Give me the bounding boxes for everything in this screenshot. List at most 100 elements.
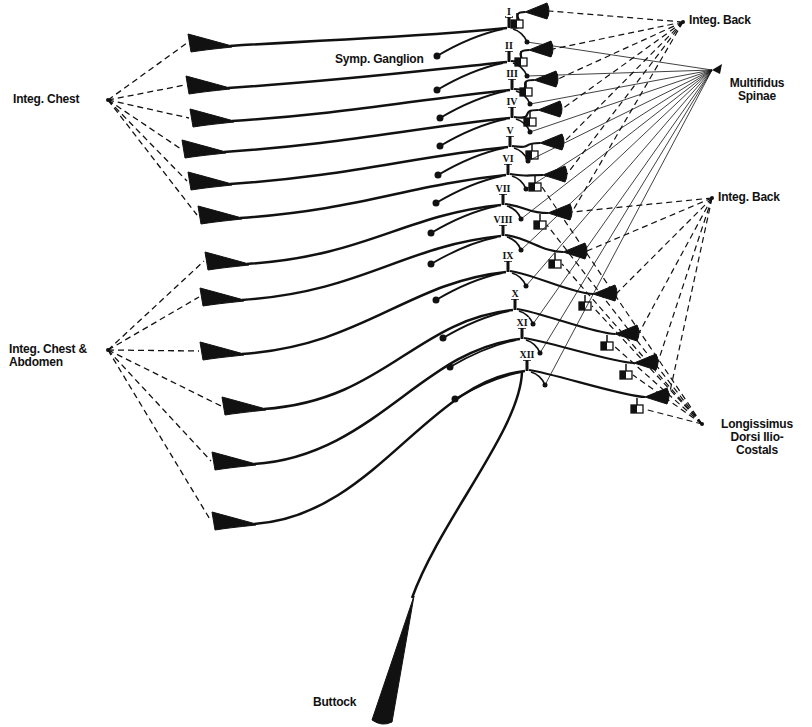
muscle-twig — [525, 81, 527, 88]
sympathetic-branch — [431, 237, 497, 264]
muscle-twig — [584, 295, 586, 302]
anterior-ramus — [254, 371, 525, 524]
leader-line — [547, 225, 702, 424]
medial-branch — [516, 119, 530, 132]
leader-line — [542, 187, 702, 424]
dorsal-fan — [548, 204, 572, 220]
cutaneous-fan — [212, 512, 256, 530]
cutaneous-fan — [188, 34, 232, 52]
muscle-twig — [520, 51, 522, 58]
cutaneous-fan — [205, 252, 249, 270]
sympathetic-branch — [440, 119, 506, 146]
part-label: Longissimus Dorsi Ilio-Costals — [709, 418, 805, 457]
ganglion-dot — [452, 396, 459, 403]
posterior-ramus — [517, 309, 615, 334]
sympathetic-branch — [455, 372, 521, 399]
leader-line — [545, 70, 712, 385]
leader-line — [572, 22, 683, 212]
ganglion-dot — [433, 297, 440, 304]
leader-line — [521, 70, 712, 219]
cutaneous-fan — [182, 140, 226, 158]
part-label: Buttock — [312, 696, 357, 709]
leader-line — [108, 85, 185, 100]
leader-line — [530, 70, 712, 132]
leader-line — [572, 198, 712, 212]
leader-line — [558, 22, 683, 79]
vertebra-number: V — [505, 125, 514, 136]
leader-line — [669, 198, 712, 396]
muscle-box-fill — [549, 260, 555, 268]
leader-line — [108, 100, 181, 149]
ganglion-dot — [435, 172, 442, 179]
anterior-ramus — [242, 236, 501, 300]
muscle-box-fill — [631, 405, 637, 413]
cutaneous-fan — [222, 397, 266, 415]
anterior-ramus — [247, 205, 501, 264]
muscle-twig — [636, 398, 638, 405]
muscle-box — [526, 151, 538, 159]
cutaneous-fan — [200, 342, 244, 360]
leader-point — [106, 348, 110, 352]
vertebra-number: XI — [515, 317, 528, 328]
leader-line — [533, 70, 712, 324]
leader-line — [108, 100, 187, 181]
leader-line — [108, 100, 197, 215]
anterior-ramus — [242, 272, 506, 354]
leader-line — [108, 350, 211, 521]
sympathetic-branch — [437, 63, 503, 90]
sympathetic-branch — [443, 311, 509, 338]
ganglion-dot — [434, 87, 441, 94]
cutaneous-fan — [198, 206, 242, 224]
leader-line — [526, 70, 712, 189]
vertebra-number: VIII — [493, 214, 514, 225]
muscle-twig — [625, 364, 627, 371]
muscle-box-fill — [534, 221, 540, 229]
sympathetic-branch — [438, 148, 504, 175]
ganglion-dot — [434, 53, 441, 60]
nerve-root — [502, 194, 505, 205]
leader-line — [108, 43, 187, 100]
muscle-box — [529, 183, 541, 191]
leader-point — [681, 20, 685, 24]
leader-line — [526, 70, 712, 286]
leader-line — [633, 375, 702, 424]
muscle-twig — [539, 214, 541, 221]
muscle-box — [511, 20, 523, 28]
leader-line — [527, 42, 712, 70]
nerve-root — [521, 328, 524, 339]
dorsal-fan — [645, 388, 669, 404]
muscle-box — [549, 260, 561, 268]
cutaneous-fan — [188, 172, 232, 190]
leader-line — [549, 11, 683, 22]
vertebra-number: VII — [494, 183, 511, 194]
leader-point — [710, 196, 714, 200]
medial-branch — [531, 372, 545, 385]
leader-point — [712, 64, 722, 74]
muscle-twig — [516, 13, 518, 20]
sympathetic-branch — [436, 176, 502, 203]
part-label: Integ. Chest — [12, 93, 80, 106]
buttock-nerve — [412, 372, 522, 598]
leader-line — [639, 198, 712, 333]
muscle-twig — [531, 144, 533, 151]
medial-branch — [513, 29, 527, 42]
cutaneous-fan — [186, 76, 230, 94]
vertebra-number: VI — [501, 153, 514, 164]
anterior-ramus — [232, 90, 510, 121]
nerve-root — [507, 164, 510, 175]
leader-line — [108, 350, 199, 351]
sympathetic-branch — [440, 91, 506, 118]
nerve-root — [509, 136, 512, 147]
posterior-ramus — [529, 370, 645, 397]
cutaneous-fan — [212, 452, 256, 470]
ganglion-dot — [447, 364, 454, 371]
posterior-ramus — [510, 271, 593, 294]
vertebra-number: II — [504, 40, 514, 51]
posterior-ramus — [511, 12, 525, 27]
nerve-root — [508, 17, 511, 28]
part-label: Integ. Chest & Abdomen — [8, 343, 102, 369]
leader-line — [614, 346, 702, 424]
muscle-twig — [534, 176, 536, 183]
